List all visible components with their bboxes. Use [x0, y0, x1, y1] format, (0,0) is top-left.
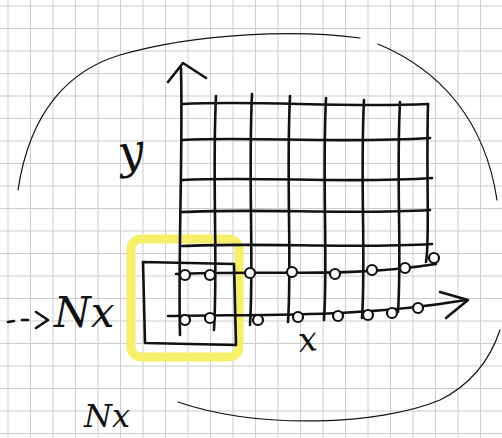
grid-point [363, 310, 373, 320]
grid-point [413, 303, 423, 313]
paper-line [0, 366, 502, 367]
paper-line [0, 388, 502, 389]
grid-point [205, 270, 215, 280]
grid-point [180, 270, 190, 280]
selection-box [143, 262, 236, 345]
paper-line [233, 0, 234, 438]
grid-point [387, 308, 397, 318]
y-axis-label: y [115, 126, 147, 175]
grid-line [426, 104, 428, 262]
arrowhead [168, 63, 206, 82]
count-label: Nx [54, 292, 114, 334]
grid-line [324, 98, 326, 320]
arrowhead [36, 312, 48, 328]
count-label: Nx [84, 400, 130, 432]
grid-line [182, 103, 428, 105]
paper-line [458, 0, 459, 438]
paper-line [480, 0, 481, 438]
grid-line [182, 210, 430, 212]
paper-line [53, 0, 54, 438]
paper-line [0, 51, 502, 52]
paper-line [435, 0, 436, 438]
paper-line [120, 0, 121, 438]
grid-sketch [8, 63, 468, 345]
enclosing-curve [378, 44, 497, 200]
paper-line [390, 0, 391, 438]
paper-line [255, 0, 256, 438]
grid-line [398, 102, 400, 312]
enclosing-curve [18, 34, 500, 421]
paper-line [300, 0, 301, 438]
paper-line [0, 411, 502, 412]
paper-line [0, 6, 502, 7]
paper-line [75, 0, 76, 438]
paper-line [165, 0, 166, 438]
arrow-dash [8, 321, 14, 322]
arrow-dash [22, 319, 28, 322]
enclosing-curve [18, 34, 360, 190]
grid-point [287, 267, 297, 277]
highlight [131, 239, 239, 357]
paper-line [345, 0, 346, 438]
paper-line [8, 0, 9, 438]
grid-line [182, 138, 430, 140]
paper-line [0, 28, 502, 29]
paper-line [368, 0, 369, 438]
grid-point [367, 265, 377, 275]
y-axis [180, 68, 182, 335]
grid-line [250, 94, 252, 325]
grid-point [400, 263, 410, 273]
paper-line [0, 433, 502, 434]
grid-point [253, 315, 263, 325]
paper-line [98, 0, 99, 438]
paper-line [278, 0, 279, 438]
grid-line [214, 96, 216, 330]
grid-points [180, 253, 439, 325]
paper-line [0, 73, 502, 74]
grid-point [293, 312, 303, 322]
grid-line [362, 100, 364, 318]
grid-point [330, 269, 340, 279]
paper-line [30, 0, 31, 438]
grid-line [288, 96, 290, 322]
grid-point [205, 313, 215, 323]
grid-point [429, 253, 439, 263]
paper-line [210, 0, 211, 438]
x-axis-label: x [296, 321, 319, 357]
paper-line [323, 0, 324, 438]
paper-line [143, 0, 144, 438]
paper-line [0, 343, 502, 344]
grid-point [180, 315, 190, 325]
grid-line [182, 244, 432, 246]
grid-point [333, 311, 343, 321]
arrowhead [440, 292, 468, 318]
grid-line [182, 178, 432, 180]
paper-line [413, 0, 414, 438]
grid-point [245, 268, 255, 278]
